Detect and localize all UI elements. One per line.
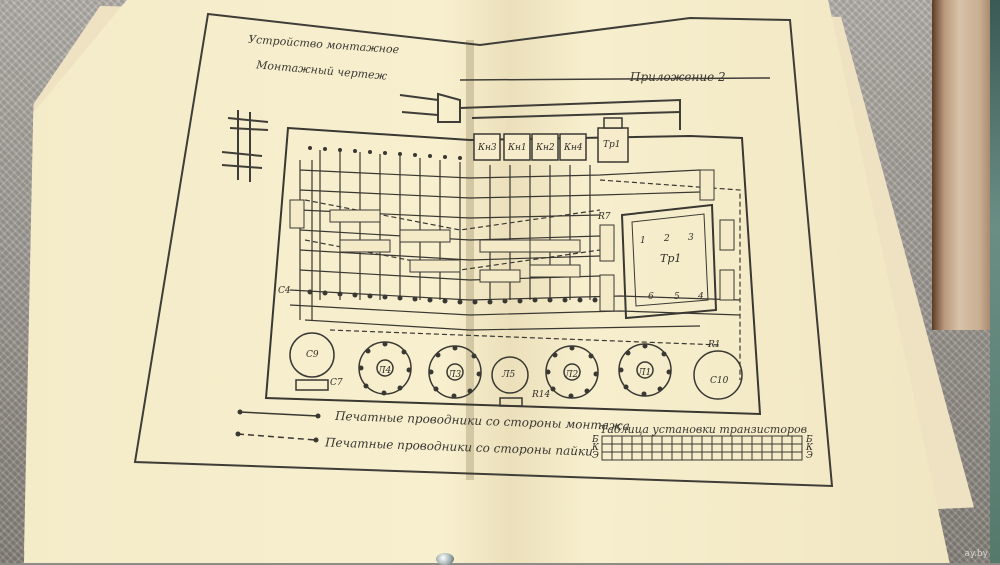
transistor-table-title: Таблица установки транзисторов [600,423,808,436]
legend-solid-line [239,411,319,417]
table-row-b-right: Б [806,435,813,445]
tr-pin-6: 6 [648,292,654,302]
label-l5: Л5 [502,370,516,380]
table-row-e-left: Э [592,451,599,461]
label-c4: С4 [278,286,291,296]
sheet-frame [133,12,834,488]
label-kn4: Кн4 [564,143,583,153]
transformer-tr1 [620,203,718,320]
watermark: ay.by [964,549,988,559]
table-row-k-left: К [592,443,599,453]
label-kn3: Кн3 [478,143,497,153]
wooden-furniture [932,0,1000,330]
appendix-label: Приложение 2 [630,70,726,84]
label-c10: С10 [710,376,729,386]
transistor-table-grid [601,435,803,461]
label-l4: Л4 [378,366,392,376]
pcb-outline [264,126,762,416]
legend-dashed-line [237,433,317,441]
label-c9: С9 [306,350,319,360]
label-tr1-body: Тр1 [660,252,682,265]
tr-pin-1: 1 [640,236,646,246]
screw-head [436,553,454,565]
tr-pin-2: 2 [664,234,670,244]
switch-icon [221,110,269,182]
table-row-e-right: Э [806,451,813,461]
plug-icon [399,92,681,130]
tr-pin-5: 5 [674,292,680,302]
green-edge [990,0,1000,563]
label-kn2: Кн2 [536,143,555,153]
label-l2: Л2 [565,370,579,380]
tr-pin-3: 3 [688,233,694,243]
label-l3: Л3 [448,370,462,380]
label-tr1-top: Тр1 [603,140,621,150]
label-kn1: Кн1 [508,143,527,153]
tr-pin-4: 4 [698,292,704,302]
label-c7: С7 [330,378,343,388]
label-l1: Л1 [638,368,652,378]
label-r1: R1 [708,340,721,350]
table-row-b-left: Б [592,435,599,445]
label-r14: R14 [532,390,551,400]
table-row-k-right: К [806,443,813,453]
label-r7: R7 [598,212,611,222]
